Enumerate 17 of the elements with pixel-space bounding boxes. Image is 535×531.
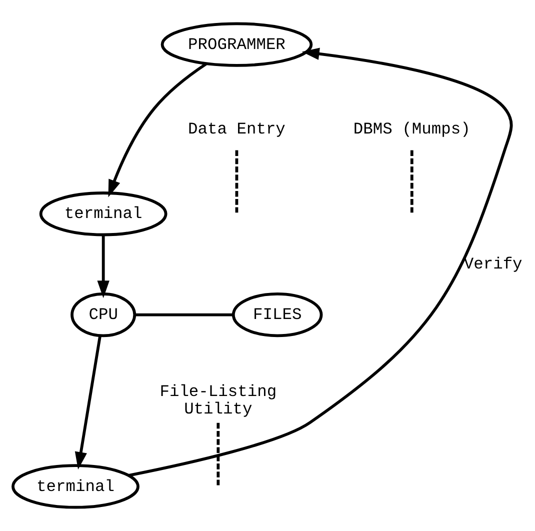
- connector: [410, 150, 414, 213]
- node-ellipse: CPU: [70, 292, 136, 338]
- edge-label: Verify: [464, 254, 522, 274]
- connector: [235, 150, 238, 213]
- node-text: Data Entry: [188, 119, 286, 138]
- arrow: [108, 62, 208, 198]
- node-ellipse: terminal: [12, 464, 140, 509]
- arrow: [128, 48, 513, 477]
- node-ellipse: terminal: [39, 192, 168, 236]
- node-ellipse: FILES: [232, 292, 323, 338]
- connector: [216, 422, 220, 486]
- node-text: DBMS (Mumps): [353, 119, 470, 138]
- node-text: File-Listing Utility: [160, 382, 277, 419]
- connector: [134, 313, 234, 316]
- arrow: [74, 335, 102, 470]
- node-ellipse: PROGRAMMER: [160, 22, 313, 67]
- arrow: [97, 235, 110, 298]
